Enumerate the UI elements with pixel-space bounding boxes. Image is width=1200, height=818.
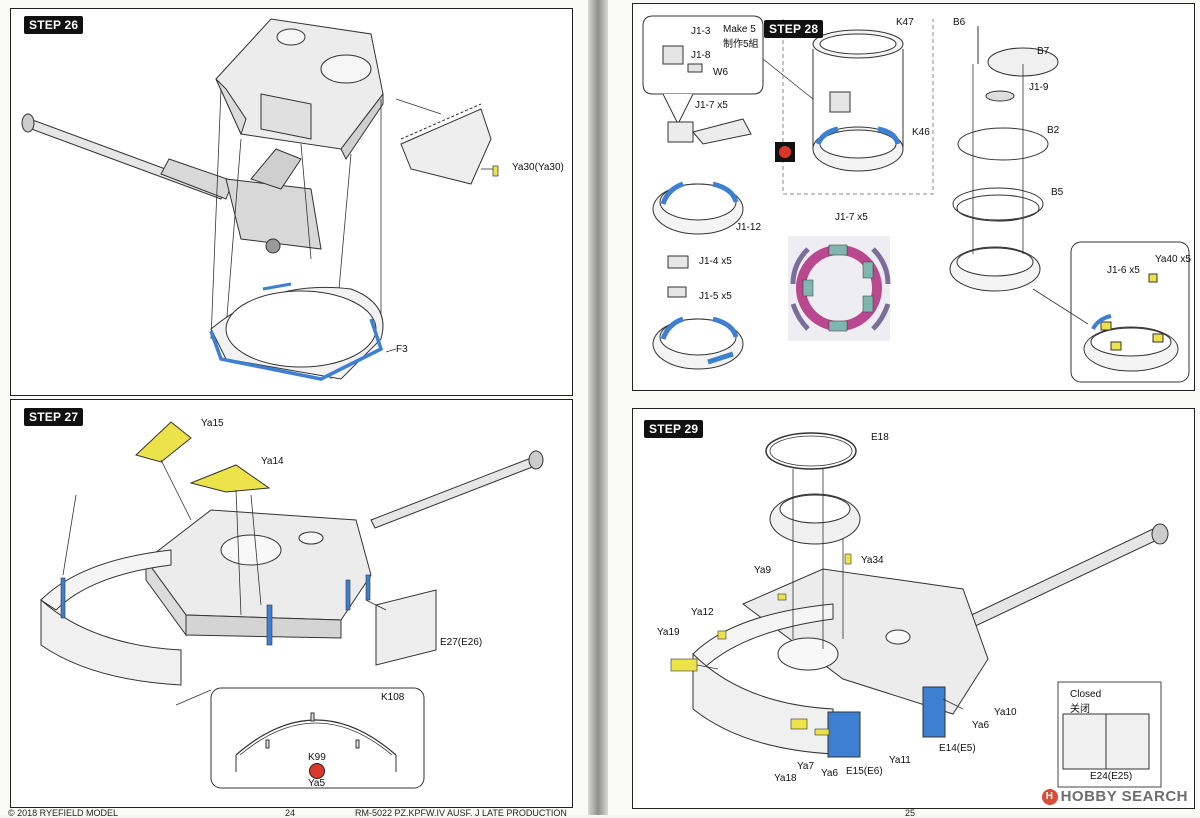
label-j1-8: J1-8 (691, 50, 711, 61)
label-k99: K99 (308, 752, 326, 763)
label-ya6-right: Ya6 (972, 720, 990, 731)
label-j1-9: J1-9 (1029, 82, 1049, 93)
step28-drawing (642, 15, 1190, 383)
step27-panel: STEP 27 Ya15 Ya14 E27(E26) K108 K99 Ya5 (10, 399, 573, 808)
footer-page-number: 24 (285, 808, 296, 818)
step27-drawing (40, 421, 544, 789)
step26-title: STEP 26 (24, 16, 84, 34)
label-b7: B7 (1037, 46, 1050, 57)
label-j1-6x5: J1-6 x5 (1107, 265, 1140, 276)
label-j1-7x5-ring: J1-7 x5 (835, 212, 868, 223)
step29-title: STEP 29 (644, 420, 704, 438)
label-j1-12: J1-12 (736, 222, 762, 233)
label-ya34: Ya34 (861, 555, 884, 566)
label-w6: W6 (713, 67, 728, 78)
label-j1-4x5: J1-4 x5 (699, 256, 732, 267)
label-ya10: Ya10 (994, 707, 1017, 718)
label-ya18: Ya18 (774, 773, 797, 784)
f3-part (209, 318, 384, 381)
footer-page-number-right: 25 (905, 808, 916, 818)
label-ya12: Ya12 (691, 607, 714, 618)
label-ya5: Ya5 (308, 778, 326, 789)
step29-drawing (670, 432, 1169, 788)
label-ya15: Ya15 (201, 418, 224, 429)
step28-title: STEP 28 (764, 20, 824, 38)
watermark-text: HOBBY SEARCH (1060, 787, 1188, 805)
warning-icon (309, 763, 325, 779)
hobby-search-logo-icon: H (1041, 789, 1058, 805)
ya14-part (189, 464, 271, 493)
label-j1-5x5: J1-5 x5 (699, 291, 732, 302)
step27-title: STEP 27 (24, 408, 84, 426)
label-make5-cn: 制作5組 (723, 39, 759, 50)
label-b5: B5 (1051, 187, 1064, 198)
label-e18: E18 (871, 432, 889, 443)
label-k46: K46 (912, 127, 930, 138)
label-f3: F3 (396, 344, 408, 355)
label-ya40x5: Ya40 x5 (1155, 254, 1191, 265)
label-b2: B2 (1047, 125, 1060, 136)
label-e24: E24(E25) (1090, 771, 1133, 782)
label-ya11: Ya11 (889, 755, 911, 766)
label-j1-3: J1-3 (691, 26, 711, 37)
footer-product: RM-5022 PZ.KPFW.IV AUSF. J LATE PRODUCTI… (355, 808, 567, 818)
label-ya19: Ya19 (657, 627, 680, 638)
label-closed-cn: 关闭 (1070, 704, 1090, 715)
e15-part (827, 711, 861, 758)
label-ya9: Ya9 (754, 565, 772, 576)
label-j1-7x5-top: J1-7 x5 (695, 100, 728, 111)
label-closed: Closed (1070, 689, 1102, 700)
label-ya14: Ya14 (261, 456, 284, 467)
label-ya30: Ya30(Ya30) (512, 162, 564, 173)
label-k108: K108 (381, 692, 405, 703)
label-e15: E15(E6) (846, 766, 883, 777)
step28-panel: STEP 28 J1-3 Make 5 制作5組 J1-8 W6 J1-7 x5… (632, 3, 1195, 391)
step26-drawing (21, 18, 499, 381)
label-make5: Make 5 (723, 24, 756, 35)
ya15-part (135, 421, 192, 463)
page-gutter (588, 0, 608, 815)
label-ya7: Ya7 (797, 761, 815, 772)
label-ya6-left: Ya6 (821, 768, 839, 779)
e14-part (922, 686, 946, 738)
step29-panel: STEP 29 E18 Ya34 Ya9 Ya12 Ya19 Ya10 Ya6 … (632, 408, 1195, 809)
step26-panel: STEP 26 Ya30(Ya30) F3 (10, 8, 573, 396)
footer-copyright: © 2018 RYEFIELD MODEL (8, 808, 119, 818)
label-b6: B6 (953, 17, 966, 28)
label-k47: K47 (896, 17, 914, 28)
label-e27: E27(E26) (440, 637, 483, 648)
label-e14: E14(E5) (939, 743, 976, 754)
